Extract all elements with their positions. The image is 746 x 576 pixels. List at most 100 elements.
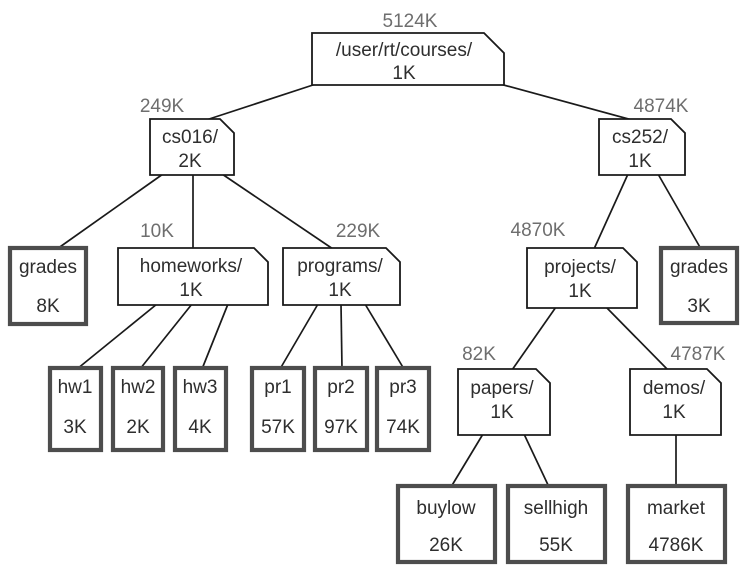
node-label: pr1 xyxy=(264,377,291,398)
node-label: sellhigh xyxy=(524,498,588,519)
node-label: pr2 xyxy=(327,377,354,398)
node-hw1: hw1 3K xyxy=(47,365,104,453)
file-shape xyxy=(249,365,307,453)
edge-cs252-projects xyxy=(593,173,629,250)
edge-homeworks-hw1 xyxy=(76,303,158,370)
edge-cs016-programs xyxy=(221,173,334,250)
node-label: hw2 xyxy=(121,377,156,398)
node-grades-cs252: grades 3K xyxy=(658,245,740,326)
node-papers: papers/ 1K xyxy=(457,368,551,436)
edge-projects-demos xyxy=(605,306,669,371)
directory-shape xyxy=(598,118,686,176)
directory-shape xyxy=(282,247,401,306)
annotation-programs: 229K xyxy=(336,221,381,242)
annotation-projects: 4870K xyxy=(511,220,566,241)
node-label: grades xyxy=(670,257,728,278)
node-hw3: hw3 4K xyxy=(172,365,229,453)
annotation-demos: 4787K xyxy=(671,344,726,365)
edge-root-cs016 xyxy=(202,83,317,122)
node-size: 1K xyxy=(328,280,352,301)
node-label: programs/ xyxy=(297,256,383,277)
edge-papers-sellhigh xyxy=(523,433,550,488)
node-size: 1K xyxy=(662,402,686,423)
tree-edges xyxy=(56,83,702,488)
node-size: 1K xyxy=(179,280,203,301)
node-size: 1K xyxy=(392,63,416,84)
annotation-papers: 82K xyxy=(462,344,496,365)
file-shape xyxy=(625,483,728,565)
annotation-cs016: 249K xyxy=(140,96,185,117)
node-size: 2K xyxy=(178,151,202,172)
cumulative-annotations: 5124K 249K 4874K 10K 229K 4870K 82K 4787… xyxy=(140,11,726,365)
node-label: cs016/ xyxy=(162,127,219,148)
node-size: 8K xyxy=(36,296,60,317)
node-label: pr3 xyxy=(389,377,416,398)
annotation-cs252: 4874K xyxy=(634,96,689,117)
file-shape xyxy=(374,365,432,453)
node-size: 26K xyxy=(429,535,463,556)
edge-cs252-grades xyxy=(657,173,702,250)
node-pr3: pr3 74K xyxy=(374,365,432,453)
node-sellhigh: sellhigh 55K xyxy=(505,483,608,565)
edge-projects-papers xyxy=(511,306,557,371)
file-shape xyxy=(172,365,229,453)
file-shape xyxy=(658,245,740,326)
node-pr1: pr1 57K xyxy=(249,365,307,453)
node-size: 3K xyxy=(63,417,87,438)
edge-homeworks-hw2 xyxy=(139,303,193,370)
node-size: 1K xyxy=(568,281,592,302)
directory-shape xyxy=(311,32,505,86)
node-cs016: cs016/ 2K xyxy=(149,118,235,176)
node-label: hw3 xyxy=(183,377,218,398)
directory-shape xyxy=(629,368,722,436)
node-projects: projects/ 1K xyxy=(526,247,638,309)
file-shape xyxy=(395,483,498,565)
node-label: papers/ xyxy=(470,378,534,399)
node-size: 57K xyxy=(261,417,295,438)
node-size: 55K xyxy=(539,535,573,556)
directory-shape xyxy=(149,118,235,176)
node-label: hw1 xyxy=(58,377,93,398)
edge-programs-pr1 xyxy=(279,303,319,370)
node-programs: programs/ 1K xyxy=(282,247,401,306)
node-size: 3K xyxy=(687,296,711,317)
node-buylow: buylow 26K xyxy=(395,483,498,565)
directory-shape xyxy=(457,368,551,436)
node-demos: demos/ 1K xyxy=(629,368,722,436)
annotation-root: 5124K xyxy=(383,11,438,32)
annotation-homeworks: 10K xyxy=(140,221,174,242)
node-homeworks: homeworks/ 1K xyxy=(117,247,269,306)
node-label: /user/rt/courses/ xyxy=(336,40,473,61)
node-size: 1K xyxy=(490,402,514,423)
node-size: 4K xyxy=(188,417,212,438)
node-label: homeworks/ xyxy=(140,256,243,277)
directory-shape xyxy=(526,247,638,309)
edge-programs-pr3 xyxy=(364,303,405,370)
node-label: grades xyxy=(19,257,77,278)
node-hw2: hw2 2K xyxy=(110,365,166,453)
node-label: demos/ xyxy=(643,378,706,399)
file-shape xyxy=(505,483,608,565)
file-shape xyxy=(110,365,166,453)
file-shape xyxy=(312,365,370,453)
node-label: market xyxy=(647,498,706,519)
node-cs252: cs252/ 1K xyxy=(598,118,686,176)
node-pr2: pr2 97K xyxy=(312,365,370,453)
node-grades-cs016: grades 8K xyxy=(7,245,89,327)
file-shape xyxy=(47,365,104,453)
node-label: cs252/ xyxy=(612,127,669,148)
edge-homeworks-hw3 xyxy=(201,303,229,370)
node-market: market 4786K xyxy=(625,483,728,565)
edge-programs-pr2 xyxy=(340,303,343,370)
node-size: 4786K xyxy=(649,535,704,556)
node-size: 2K xyxy=(126,417,150,438)
directory-shape xyxy=(117,247,269,306)
node-size: 74K xyxy=(386,417,420,438)
edge-cs016-grades xyxy=(56,173,164,250)
edge-papers-buylow xyxy=(450,433,484,488)
node-root: /user/rt/courses/ 1K xyxy=(311,32,505,86)
node-label: projects/ xyxy=(544,257,617,278)
file-shape xyxy=(7,245,89,327)
